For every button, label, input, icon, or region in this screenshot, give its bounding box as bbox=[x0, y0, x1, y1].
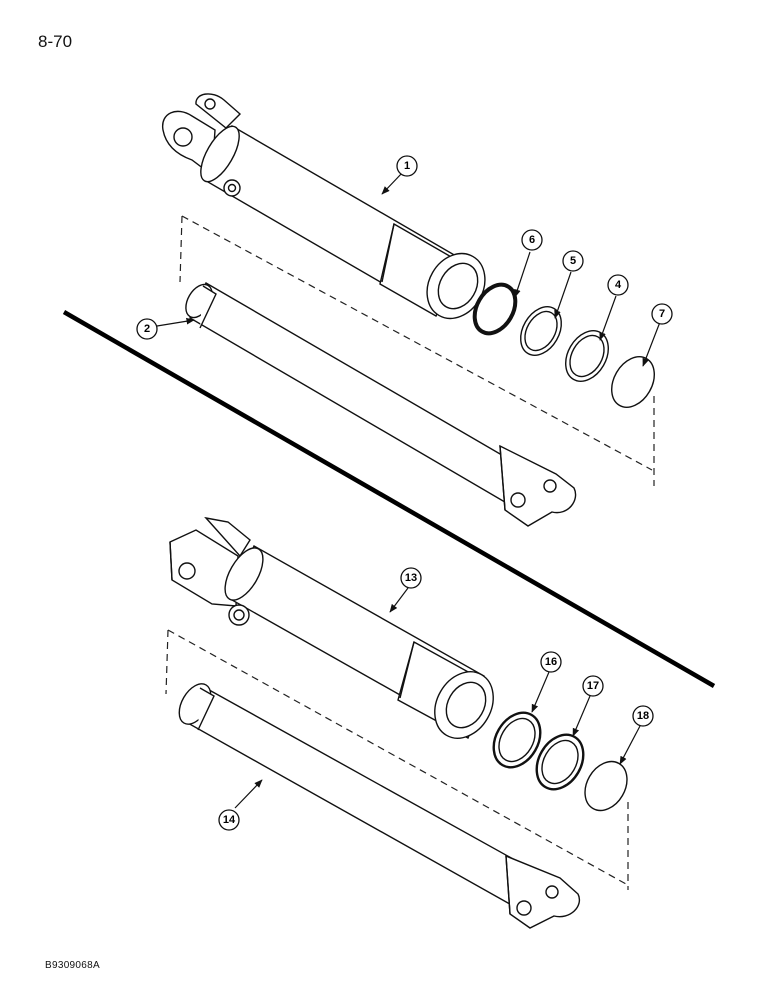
seal-4 bbox=[565, 330, 609, 382]
upper-group-bracket bbox=[179, 215, 655, 486]
upper-cylinder-barrel bbox=[162, 93, 486, 320]
callout-16: 16 bbox=[545, 656, 557, 668]
callout-7: 7 bbox=[659, 308, 665, 320]
callout-4: 4 bbox=[615, 279, 622, 291]
callout-18: 18 bbox=[637, 710, 649, 722]
callout-17: 17 bbox=[587, 680, 599, 692]
lower-cylinder-barrel bbox=[169, 516, 494, 739]
callout-6: 6 bbox=[529, 234, 535, 246]
section-divider bbox=[62, 310, 716, 688]
seal-17 bbox=[535, 733, 585, 791]
upper-cylinder-rod bbox=[185, 282, 577, 527]
seal-7 bbox=[611, 356, 655, 408]
upper-seal-kit bbox=[472, 282, 655, 408]
callout-5: 5 bbox=[570, 255, 576, 267]
callout-14: 14 bbox=[223, 814, 236, 826]
callout-2: 2 bbox=[144, 323, 150, 335]
lower-group-bracket bbox=[165, 629, 629, 890]
seal-5 bbox=[520, 306, 562, 356]
page-number: 8-70 bbox=[38, 32, 73, 51]
lower-cylinder-rod bbox=[178, 683, 581, 929]
seal-6 bbox=[472, 282, 518, 336]
callout-1: 1 bbox=[404, 160, 410, 172]
figure-code: B9309068A bbox=[45, 960, 100, 971]
lower-callouts bbox=[234, 587, 641, 809]
lower-seal-kit bbox=[492, 711, 628, 812]
upper-callouts bbox=[156, 171, 661, 367]
seal-16 bbox=[492, 711, 542, 769]
seal-18 bbox=[584, 760, 628, 812]
callout-13: 13 bbox=[405, 572, 417, 584]
